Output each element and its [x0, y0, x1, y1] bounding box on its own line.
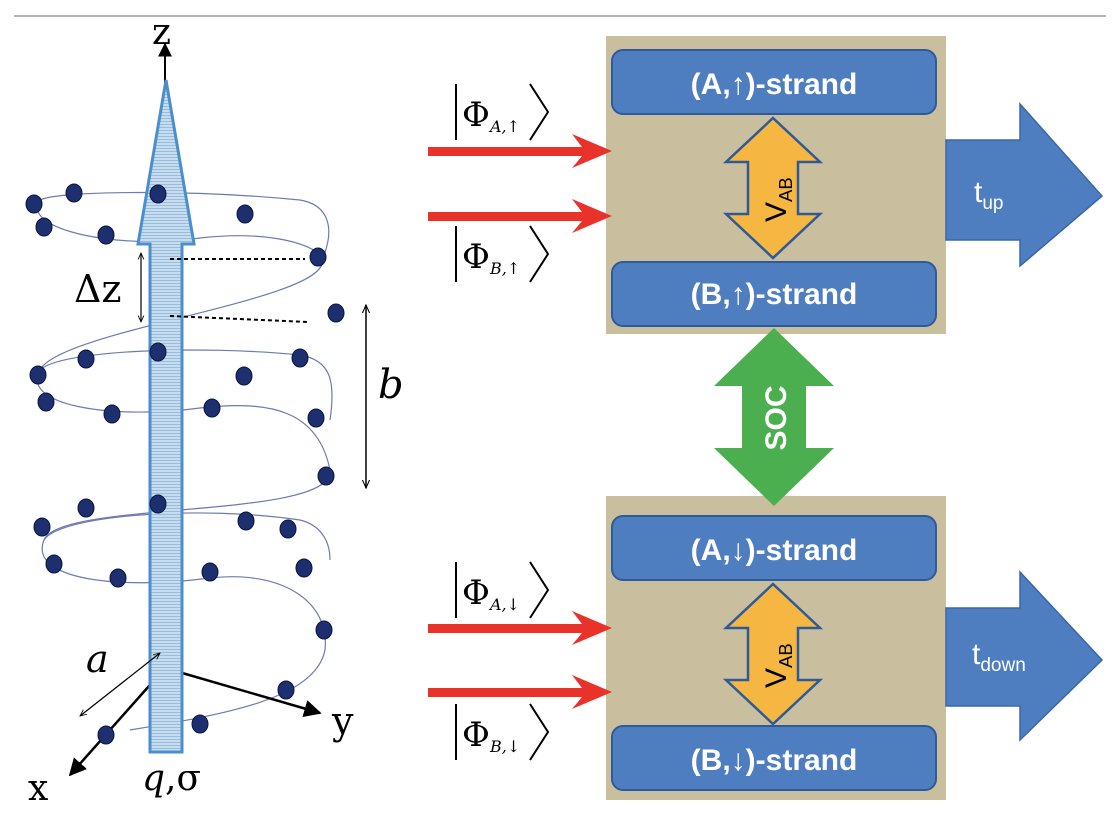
strand-a-down-box: [611, 515, 937, 581]
ket-subscript: A,↓: [488, 595, 520, 614]
helix-site: [279, 519, 297, 539]
strand-b-down-label: (B,↓)-strand: [691, 744, 858, 777]
helix-site: [236, 204, 254, 224]
charge-spin-label: q,σ: [142, 758, 201, 799]
output-arrow-down: [945, 570, 1104, 742]
helix-site: [291, 348, 309, 368]
helix-panel: z y x a b Δz q,σ: [25, 12, 404, 809]
helix-site: [29, 365, 47, 385]
soc-label: SOC: [760, 385, 793, 450]
ket-subscript: A,↑: [488, 117, 520, 136]
strand-a-down-label: (A,↓)-strand: [691, 534, 858, 567]
ket-phi: Φ: [462, 237, 490, 277]
ket-phi: Φ: [462, 715, 490, 755]
helix-site: [77, 349, 95, 369]
input-state-a-up: Φ A,↑: [455, 83, 550, 141]
helix-site: [97, 725, 115, 745]
helix-site: [33, 517, 51, 537]
radius-a-marker: [80, 653, 160, 716]
helix-site: [97, 225, 115, 245]
helix-site: [237, 511, 255, 531]
output-up-label: tup: [974, 176, 1003, 214]
ket-phi: Φ: [462, 573, 490, 613]
ket-subscript: B,↑: [489, 259, 520, 278]
ket-subscript: B,↓: [489, 737, 520, 756]
input-arrow-a-up: [428, 134, 612, 168]
z-axis-label: z: [152, 12, 171, 53]
input-state-a-down: Φ A,↓: [455, 561, 550, 619]
helix-site: [35, 217, 53, 237]
helix-site: [277, 680, 295, 700]
ket-phi: Φ: [462, 95, 490, 135]
helix-site: [37, 392, 55, 412]
helix-site: [149, 184, 167, 204]
helix-site: [191, 714, 209, 734]
spin-current-arrow: [136, 79, 196, 754]
strand-b-up-label: (B,↑)-strand: [691, 278, 858, 311]
x-axis-label: x: [28, 768, 48, 809]
helix-site: [317, 466, 335, 486]
helix-site: [235, 366, 253, 386]
helix-sites: [25, 183, 345, 745]
coupling-label-up-block: VAB: [760, 177, 796, 222]
helix-site: [203, 398, 221, 418]
strand-b-down-box: [611, 725, 937, 791]
strand-b-up-box: [611, 261, 937, 327]
helix-site: [327, 303, 345, 323]
radius-a-label: a: [86, 637, 109, 681]
transport-panel: (A,↑)-strand (B,↑)-strand (A,↓)-strand (…: [428, 36, 1104, 800]
dz-dashed-bottom: [169, 315, 309, 323]
soc-arrow: [714, 328, 834, 506]
helix-site: [149, 494, 167, 514]
output-arrow-up: [945, 102, 1104, 268]
helix-site: [315, 620, 333, 640]
y-axis-label: y: [331, 699, 354, 743]
dz-label: Δz: [74, 267, 121, 311]
coupling-arrow-up-block: [722, 116, 824, 260]
pitch-b-label: b: [378, 362, 404, 408]
helix-site: [295, 558, 313, 578]
helix-site: [65, 183, 83, 203]
helix-site: [307, 408, 325, 428]
helix-site: [77, 498, 95, 518]
ket-angle: [529, 561, 550, 619]
coupling-label-down-block: VAB: [760, 643, 796, 688]
input-arrow-b-down: [428, 675, 612, 709]
helix-curve: [36, 199, 331, 731]
ket-angle: [529, 83, 550, 141]
helix-site: [201, 562, 219, 582]
helix-site: [45, 554, 63, 574]
output-down-label: tdown: [972, 638, 1026, 676]
y-axis-line: [164, 666, 322, 718]
helix-site: [149, 342, 167, 362]
ket-angle: [529, 703, 550, 761]
strand-a-up-box: [611, 49, 937, 115]
input-state-b-down: Φ B,↓: [455, 703, 550, 761]
helix-site: [109, 568, 127, 588]
helix-site: [25, 194, 43, 214]
input-arrows: [428, 134, 612, 709]
input-arrow-b-up: [428, 199, 612, 233]
input-state-b-up: Φ B,↑: [455, 225, 550, 283]
helix-site: [309, 247, 327, 267]
coupling-arrow-down-block: [722, 582, 824, 726]
input-arrow-a-down: [428, 611, 612, 645]
strand-a-up-label: (A,↑)-strand: [691, 68, 858, 101]
helix-site: [103, 404, 121, 424]
ket-angle: [529, 225, 550, 283]
